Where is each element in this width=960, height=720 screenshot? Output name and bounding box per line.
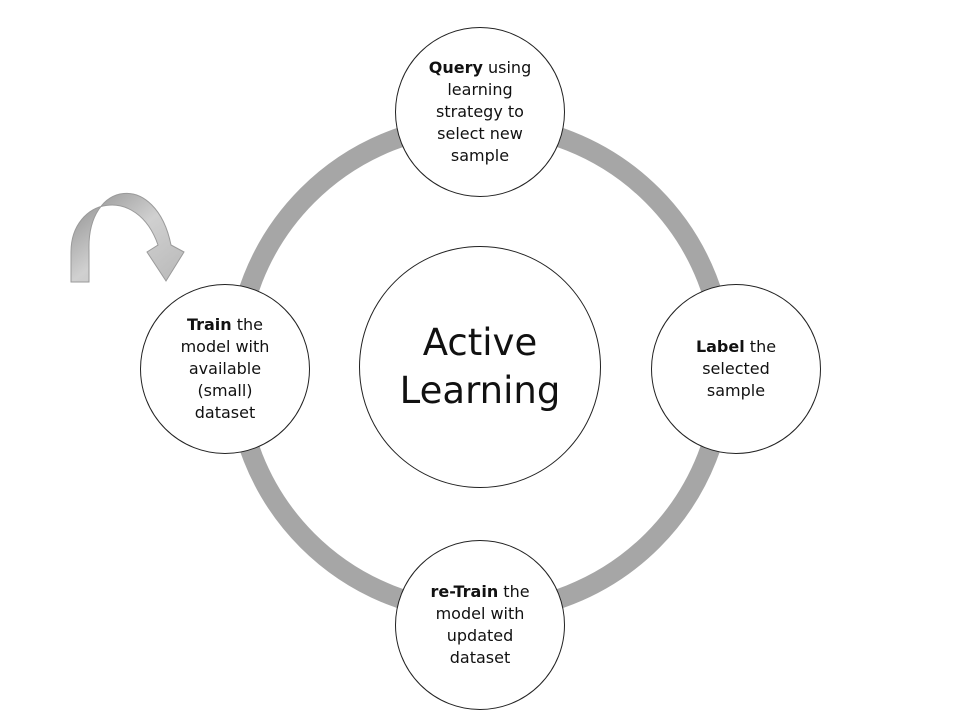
query-step-text: sample: [450, 146, 510, 165]
query-step-text: using: [482, 58, 532, 77]
query-step-text: learning: [447, 80, 513, 99]
train-step-keyword: Train: [186, 315, 232, 334]
query-step-text: select new: [437, 124, 523, 143]
label-step-text: sample: [706, 381, 766, 400]
center-title-line2: Learning: [399, 369, 561, 412]
train-step-text: (small): [197, 381, 253, 400]
train-step-circle: Train the model with available (small) d…: [140, 284, 310, 454]
retrain-step-circle: re-Train the model with updated dataset: [395, 540, 565, 710]
retrain-step-text: the: [498, 582, 530, 601]
train-step-text: model with: [180, 337, 270, 356]
query-step-circle: Query using learning strategy to select …: [395, 27, 565, 197]
retrain-step-keyword: re-Train: [430, 582, 499, 601]
center-title-circle: Active Learning: [359, 246, 601, 488]
query-step-text: strategy to: [436, 102, 524, 121]
label-step-text: selected: [702, 359, 770, 378]
label-step-keyword: Label: [695, 337, 745, 356]
train-step-text: the: [231, 315, 264, 334]
train-step-text: dataset: [194, 403, 256, 422]
retrain-step-text: model with: [435, 604, 525, 623]
label-step-text: the: [744, 337, 777, 356]
query-step-keyword: Query: [428, 58, 483, 77]
center-title-line1: Active: [422, 321, 538, 364]
retrain-step-text: dataset: [449, 648, 511, 667]
label-step-circle: Label the selected sample: [651, 284, 821, 454]
train-step-text: available: [188, 359, 262, 378]
curved-loop-arrow-icon: [70, 192, 185, 283]
retrain-step-text: updated: [446, 626, 514, 645]
